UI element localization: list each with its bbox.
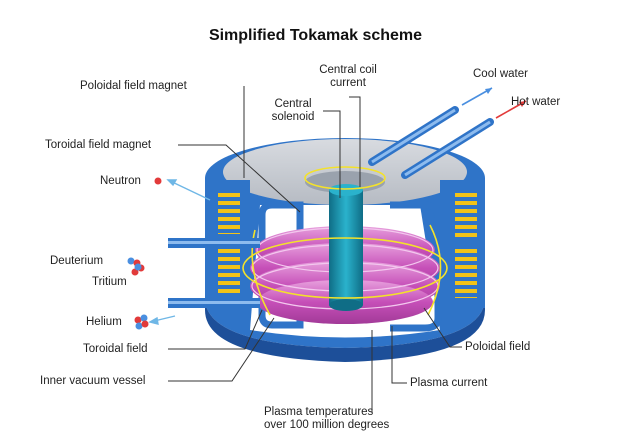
label-plasma-temperatures: Plasma temperatures over 100 million deg… [264,406,389,432]
right-magnet-block [440,180,485,308]
water-pipes [168,87,527,308]
tritium-particle-blue [134,263,142,271]
central-solenoid [329,184,363,311]
label-central-coil-current-line1: Central coil [319,64,377,76]
deuterium-particle-blue [127,257,135,265]
label-tritium: Tritium [92,276,127,288]
diagram-title: Simplified Tokamak scheme [208,27,423,44]
label-poloidal-field: Poloidal field [465,341,531,353]
leader-lines [168,86,462,412]
label-central-coil-current: Central coil current [318,64,378,90]
label-toroidal-field: Toroidal field [83,343,148,355]
helium-particle-2 [140,314,148,322]
label-central-solenoid-line2: solenoid [271,111,315,123]
label-poloidal-field-magnet: Poloidal field magnet [80,80,187,92]
label-central-coil-current-line2: current [330,77,366,89]
vessel-lid [205,138,485,218]
helium-particle-3 [135,322,143,330]
emission-arrows [148,179,211,325]
label-hot-water: Hot water [511,96,561,108]
label-central-solenoid: Central solenoid [265,98,321,124]
label-plasma-temperatures-line2: over 100 million degrees [264,419,390,431]
helium-particle-4 [141,320,149,328]
label-cool-water: Cool water [473,68,528,80]
label-deuterium: Deuterium [50,255,104,267]
label-plasma-temperatures-line1: Plasma temperatures [264,406,374,418]
helium-particle-1 [134,316,142,324]
label-helium: Helium [86,316,122,328]
label-neutron: Neutron [100,175,141,187]
label-plasma-current: Plasma current [410,377,488,389]
label-inner-vacuum-vessel: Inner vacuum vessel [40,375,146,387]
label-central-solenoid-line1: Central [274,98,312,110]
neutron-particle [154,177,162,185]
particles [127,177,162,330]
label-toroidal-field-magnet: Toroidal field magnet [45,139,152,151]
